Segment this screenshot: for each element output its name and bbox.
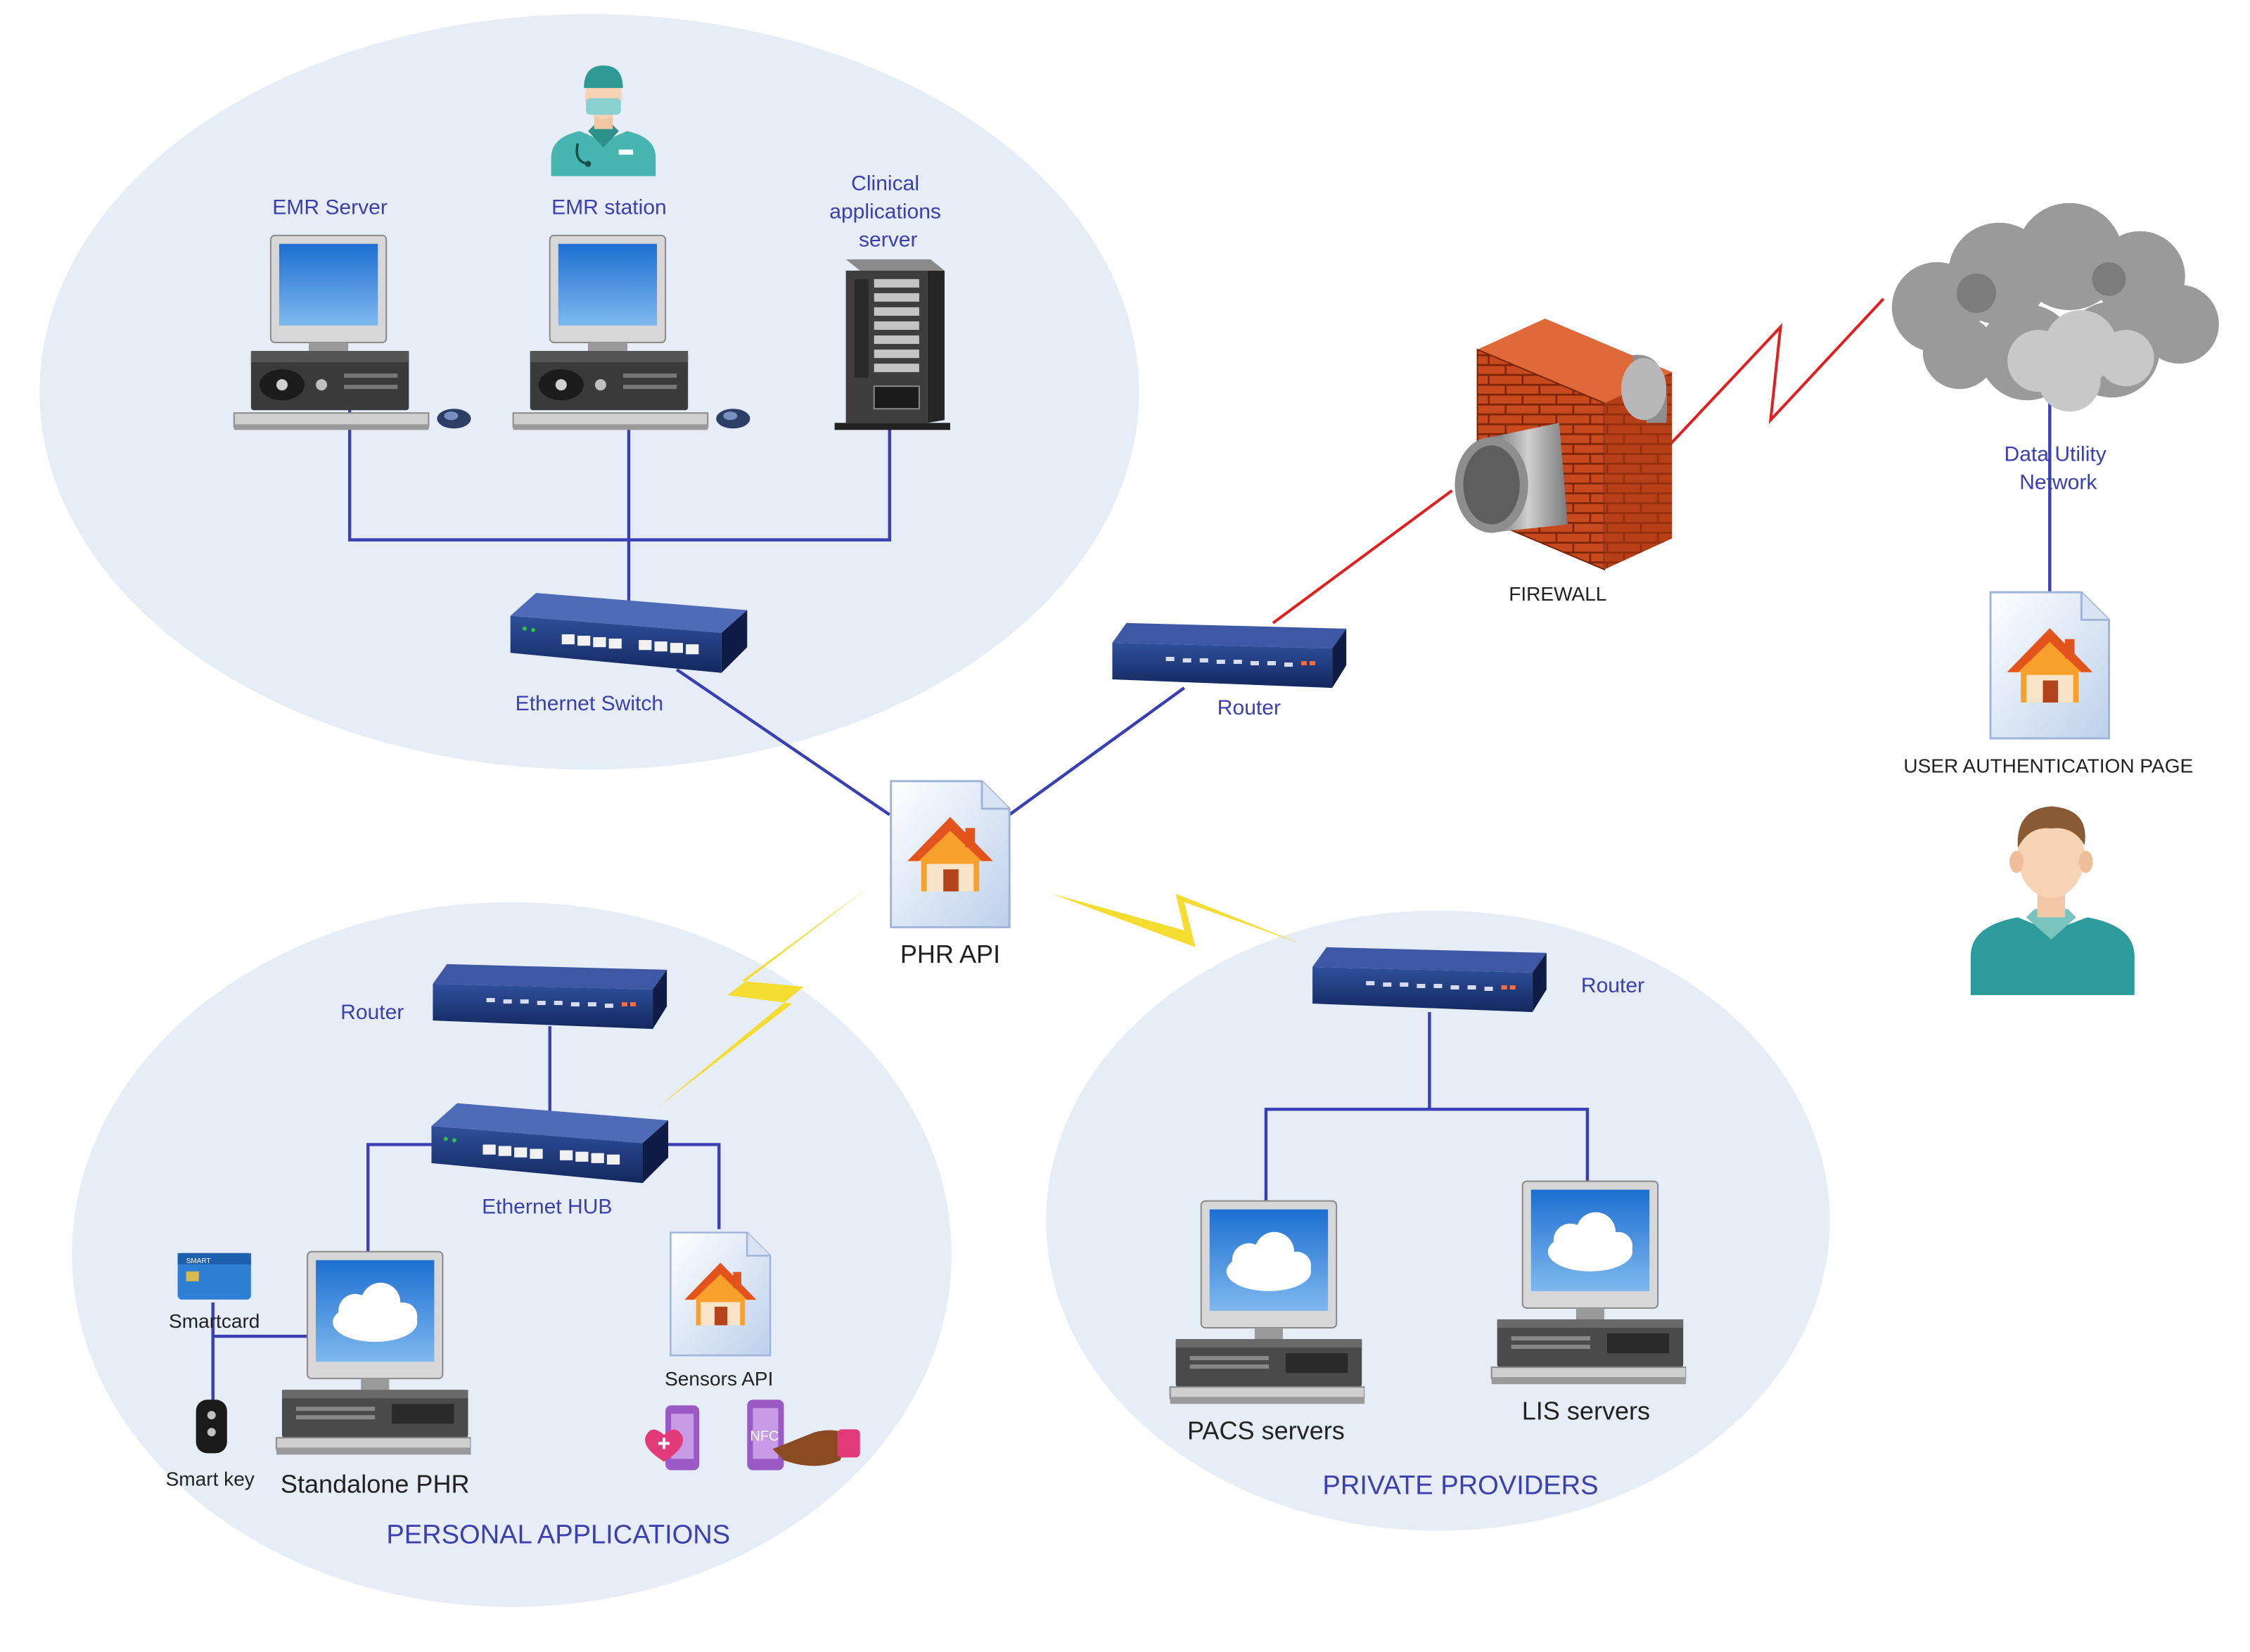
ethernet-hub-label: Ethernet HUB xyxy=(482,1196,612,1219)
pacs-label: PACS servers xyxy=(1187,1416,1345,1445)
firewall-label: FIREWALL xyxy=(1509,583,1606,605)
emr-station-label: EMR station xyxy=(551,196,667,219)
sensors-api-house-document-icon[interactable] xyxy=(670,1231,772,1357)
user-auth-house-document-icon[interactable] xyxy=(1989,591,2111,740)
nfc-text: NFC xyxy=(750,1428,779,1444)
smartcard-brand-text: SMART xyxy=(186,1257,211,1265)
hospital-links xyxy=(347,359,2052,817)
clinical-server-rack-icon[interactable] xyxy=(833,258,951,431)
standalone-phr-label: Standalone PHR xyxy=(281,1470,470,1499)
sensors-api-label: Sensors API xyxy=(665,1368,773,1390)
smartcard-icon[interactable]: SMART xyxy=(177,1253,251,1300)
private-links xyxy=(1264,1012,1590,1201)
smart-key-label: Smart key xyxy=(166,1468,255,1490)
personal-router-icon[interactable] xyxy=(433,963,667,1030)
lis-label: LIS servers xyxy=(1522,1396,1650,1425)
firewall-links xyxy=(1272,297,1885,625)
user-avatar-icon xyxy=(1970,806,2135,995)
heart-phone-icon xyxy=(645,1405,700,1471)
smart-key-icon[interactable] xyxy=(196,1400,227,1454)
personal-router-label: Router xyxy=(340,1001,404,1024)
nfc-phone-icon: NFC xyxy=(747,1400,860,1471)
clinical-server-label: Clinical applications server xyxy=(829,172,947,252)
data-utility-label: Data Utility Network xyxy=(2005,442,2113,494)
wireless-links xyxy=(657,885,1303,1108)
private-providers-title: PRIVATE PROVIDERS xyxy=(1322,1471,1598,1501)
ethernet-switch-label: Ethernet Switch xyxy=(516,692,663,715)
user-auth-label: USER AUTHENTICATION PAGE xyxy=(1903,755,2193,776)
private-router-icon[interactable] xyxy=(1312,947,1547,1013)
data-utility-cloud-icon xyxy=(1891,203,2219,412)
brick-firewall-icon[interactable] xyxy=(1455,318,1673,571)
emr-server-label: EMR Server xyxy=(272,196,388,219)
center-router-icon[interactable] xyxy=(1112,622,1347,689)
smartcard-label: Smartcard xyxy=(169,1310,260,1332)
center-router-label: Router xyxy=(1217,696,1281,719)
private-router-label: Router xyxy=(1581,974,1644,997)
phr-api-label: PHR API xyxy=(900,940,1000,968)
phr-api-house-document-icon[interactable] xyxy=(890,780,1011,928)
personal-apps-title: PERSONAL APPLICATIONS xyxy=(386,1520,730,1550)
